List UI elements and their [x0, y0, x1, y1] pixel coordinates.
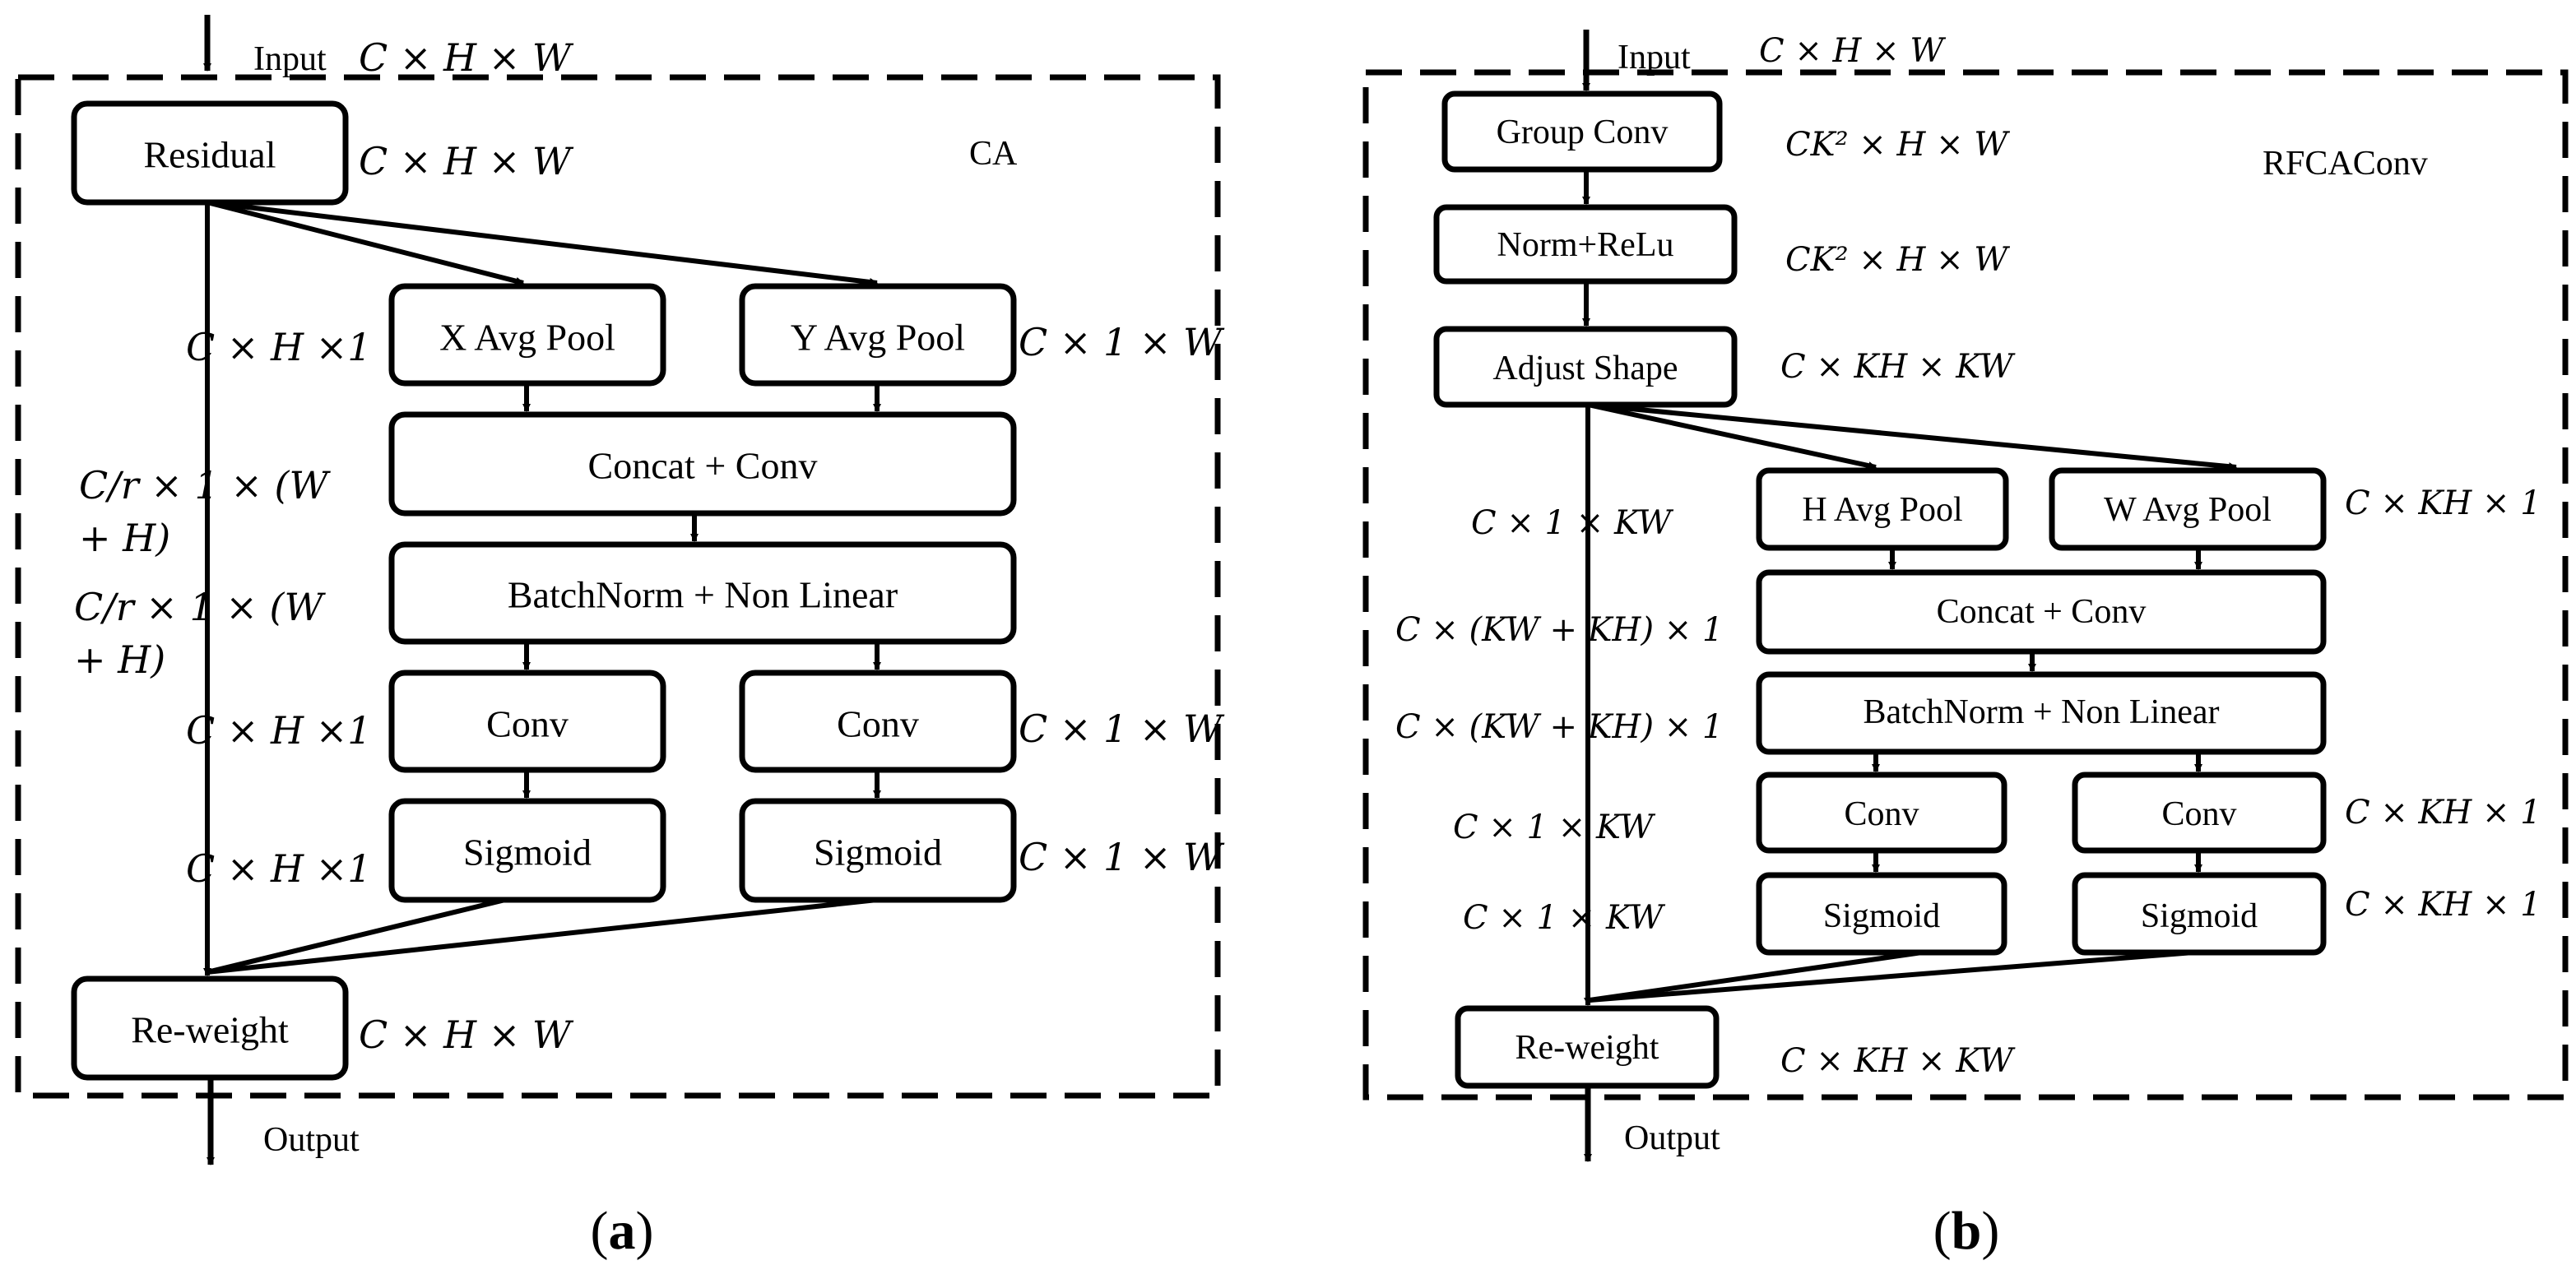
conv-right-label: Conv	[837, 703, 919, 745]
norm-relu-box: Norm+ReLu	[1433, 204, 1738, 285]
right-conv-dim-a: C × 1 × W	[1019, 707, 1225, 751]
bnorm-dim-a-line1: C/r × 1 × (W	[74, 585, 326, 629]
concat-conv-label-b: Concat + Conv	[1937, 593, 2147, 631]
concat-dim-a-line2: + H)	[79, 516, 170, 560]
output-label-a: Output	[263, 1121, 360, 1159]
h-avg-pool-box: H Avg Pool	[1756, 467, 2009, 551]
sigmoid-right-label-b: Sigmoid	[2141, 897, 2258, 935]
bnorm-dim-a-line2: + H)	[74, 637, 165, 682]
reweight-label: Re-weight	[131, 1009, 289, 1051]
conv-right-label-b: Conv	[2161, 795, 2236, 833]
panel-b-title: RFCAConv	[2263, 145, 2428, 183]
y-avg-pool-label: Y Avg Pool	[791, 317, 965, 359]
sig-left-to-reweight-line-b	[1589, 950, 1923, 1003]
conv-left-box-b: Conv	[1756, 772, 2007, 854]
panel-a: CA Input C × H × W Residual X Avg Pool Y	[15, 15, 1225, 1261]
adjust-shape-box: Adjust Shape	[1433, 326, 1738, 408]
conv-right-box: Conv	[739, 670, 1017, 773]
concat-conv-box: Concat + Conv	[388, 411, 1017, 517]
residual-to-y-pool-line	[207, 200, 878, 286]
concat-dim-b: C × (KW + KH) × 1	[1395, 611, 1723, 649]
input-dim-b: C × H × W	[1759, 32, 1946, 70]
batchnorm-box: BatchNorm + Non Linear	[388, 541, 1017, 645]
batchnorm-box-b: BatchNorm + Non Linear	[1756, 671, 2327, 755]
right-sig-dim-a: C × 1 × W	[1019, 835, 1225, 879]
concat-conv-label: Concat + Conv	[588, 445, 818, 487]
group-conv-box: Group Conv	[1441, 90, 1723, 173]
conv-left-label-b: Conv	[1844, 795, 1919, 833]
w-avg-pool-box: W Avg Pool	[2049, 467, 2327, 551]
sigmoid-left-label: Sigmoid	[463, 832, 592, 874]
panel-a-frame	[15, 74, 1221, 1099]
right-sig-dim-b: C × KH × 1	[2345, 886, 2541, 924]
output-label-b: Output	[1624, 1119, 1720, 1157]
input-label-a: Input	[253, 40, 327, 78]
sigmoid-right-label: Sigmoid	[814, 832, 942, 874]
batchnorm-label-b: BatchNorm + Non Linear	[1863, 693, 2219, 731]
input-dim-a: C × H × W	[359, 35, 574, 80]
x-avg-pool-label: X Avg Pool	[439, 317, 615, 359]
sig-right-to-reweight-line	[207, 897, 878, 975]
conv-left-box: Conv	[388, 670, 666, 773]
panel-b-frame	[1362, 69, 2569, 1101]
panel-b-caption: (b)	[1933, 1201, 2000, 1261]
sigmoid-left-box-b: Sigmoid	[1756, 872, 2007, 956]
adjust-shape-dim: C × KH × KW	[1780, 348, 2016, 386]
adjust-shape-label: Adjust Shape	[1492, 350, 1678, 387]
reweight-dim-b: C × KH × KW	[1780, 1042, 2016, 1080]
left-pool-dim-b: C × 1 × KW	[1471, 504, 1673, 542]
sig-left-to-reweight-line	[207, 897, 506, 975]
left-sig-dim-a: C × H ×1	[186, 846, 372, 891]
group-conv-fill	[1441, 90, 1723, 173]
left-pool-dim-a: C × H ×1	[186, 325, 372, 369]
batchnorm-label: BatchNorm + Non Linear	[508, 574, 898, 616]
bnorm-dim-b: C × (KW + KH) × 1	[1395, 708, 1723, 746]
residual-label: Residual	[144, 134, 276, 176]
panel-b: RFCAConv Input C × H × W Group Conv Norm…	[1362, 30, 2569, 1261]
residual-dim-a: C × H × W	[359, 139, 574, 183]
residual-to-x-pool-line	[207, 200, 524, 285]
right-pool-dim-b: C × KH × 1	[2345, 484, 2541, 522]
y-avg-pool-box: Y Avg Pool	[739, 283, 1017, 387]
conv-right-box-b: Conv	[2072, 772, 2327, 854]
input-label-b: Input	[1618, 39, 1691, 76]
reweight-label-b: Re-weight	[1515, 1029, 1659, 1067]
concat-conv-box-b: Concat + Conv	[1756, 569, 2327, 655]
left-conv-dim-a: C × H ×1	[186, 708, 372, 753]
norm-relu-dim: CK² × H × W	[1785, 241, 2010, 279]
adjust-to-w-pool-line	[1587, 402, 2237, 471]
h-avg-pool-label: H Avg Pool	[1802, 491, 1962, 529]
conv-left-label: Conv	[486, 703, 569, 745]
w-avg-pool-label: W Avg Pool	[2104, 491, 2272, 529]
sigmoid-right-box: Sigmoid	[739, 798, 1017, 903]
reweight-box-b: Re-weight	[1455, 1005, 1720, 1089]
panel-a-caption: (a)	[591, 1201, 654, 1261]
right-conv-dim-b: C × KH × 1	[2345, 794, 2541, 832]
norm-relu-label: Norm+ReLu	[1497, 226, 1674, 264]
left-conv-dim-b: C × 1 × KW	[1453, 809, 1655, 846]
reweight-box: Re-weight	[71, 975, 349, 1081]
x-avg-pool-box: X Avg Pool	[388, 283, 666, 387]
left-sig-dim-b: C × 1 × KW	[1463, 899, 1665, 937]
sigmoid-left-label-b: Sigmoid	[1823, 897, 1940, 935]
sigmoid-right-box-b: Sigmoid	[2072, 872, 2327, 956]
adjust-shape-fill	[1433, 326, 1738, 408]
residual-box: Residual	[71, 100, 349, 206]
sigmoid-left-box: Sigmoid	[388, 798, 666, 903]
norm-relu-fill	[1433, 204, 1738, 285]
adjust-to-h-pool-line	[1587, 402, 1877, 470]
reweight-dim-a: C × H × W	[359, 1013, 574, 1057]
concat-dim-a-line1: C/r × 1 × (W	[79, 463, 331, 507]
right-pool-dim-a: C × 1 × W	[1019, 320, 1225, 364]
group-conv-dim: CK² × H × W	[1785, 126, 2010, 164]
group-conv-label: Group Conv	[1497, 114, 1669, 151]
panel-a-title: CA	[969, 135, 1018, 173]
sig-right-to-reweight-line-b	[1589, 950, 2194, 1003]
